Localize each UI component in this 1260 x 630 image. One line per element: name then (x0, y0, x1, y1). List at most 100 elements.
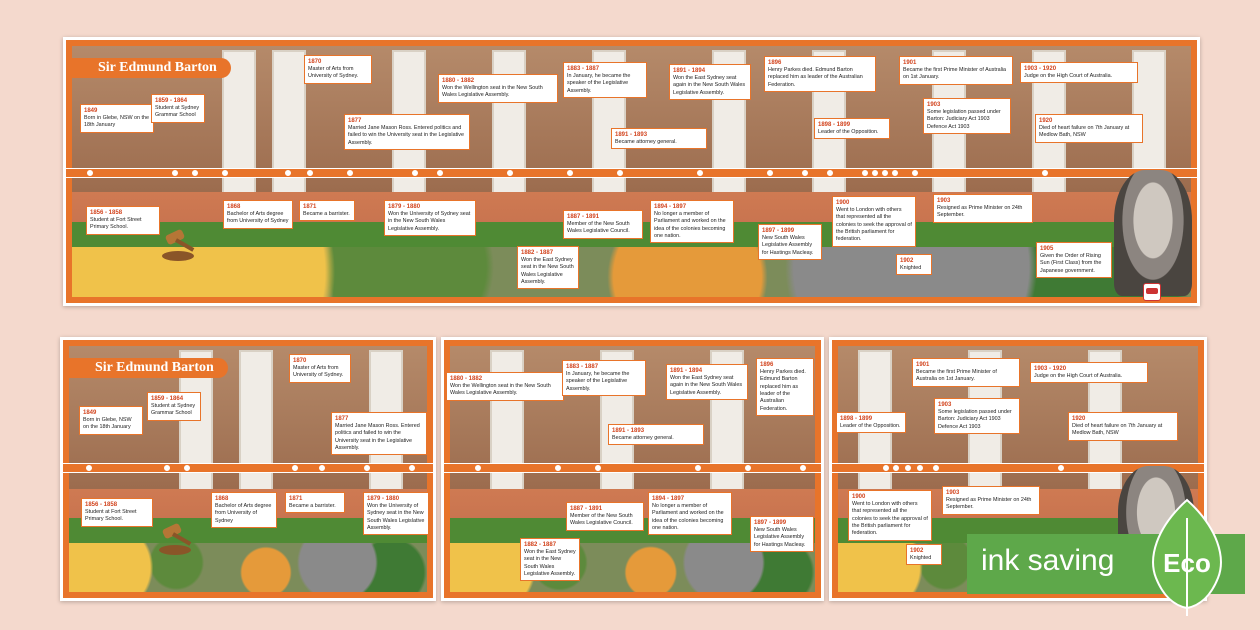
timeline-dot (191, 169, 199, 177)
timeline-dot (284, 169, 292, 177)
timeline-dot (221, 169, 229, 177)
timeline-bar (444, 463, 821, 473)
timeline-dot (766, 169, 774, 177)
timeline-dot (891, 169, 899, 177)
timeline-dot (594, 464, 602, 472)
timeline-dot (436, 169, 444, 177)
timeline-dot (85, 464, 93, 472)
timeline-dot (744, 464, 752, 472)
timeline-dot (506, 169, 514, 177)
timeline-dot (1041, 169, 1049, 177)
timeline-dot (183, 464, 191, 472)
timeline-dot (911, 169, 919, 177)
timeline-dot (871, 169, 879, 177)
timeline-dot (474, 464, 482, 472)
timeline-dot (799, 464, 807, 472)
timeline-dot (171, 169, 179, 177)
timeline-dot (291, 464, 299, 472)
timeline-dot (163, 464, 171, 472)
gavel-icon (159, 523, 192, 555)
timeline-dot (408, 464, 416, 472)
timeline-dot (306, 169, 314, 177)
leaf-icon: Eco (1152, 498, 1222, 616)
timeline-dot (882, 464, 890, 472)
timeline-dot (86, 169, 94, 177)
timeline-dot (932, 464, 940, 472)
gavel-icon (162, 229, 195, 261)
timeline-dot (694, 464, 702, 472)
timeline-dot (881, 169, 889, 177)
page-title: Sir Edmund Barton (70, 58, 231, 78)
twinkl-logo (1143, 283, 1161, 301)
timeline-dot (892, 464, 900, 472)
ink-saving-label: ink saving (981, 544, 1115, 577)
timeline-dot (566, 169, 574, 177)
timeline-dot (861, 169, 869, 177)
page-title: Sir Edmund Barton (67, 358, 228, 378)
timeline-dot (696, 169, 704, 177)
timeline-dot (1057, 464, 1065, 472)
timeline-bar (832, 463, 1204, 473)
timeline-dot (801, 169, 809, 177)
timeline-dot (554, 464, 562, 472)
timeline-dot (363, 464, 371, 472)
timeline-dot (916, 464, 924, 472)
timeline-dot (346, 169, 354, 177)
timeline-bar (63, 463, 433, 473)
timeline-bar (66, 168, 1197, 178)
timeline-dot (904, 464, 912, 472)
timeline-dot (411, 169, 419, 177)
timeline-dot (616, 169, 624, 177)
timeline-dot (318, 464, 326, 472)
barton-portrait (1114, 170, 1192, 296)
